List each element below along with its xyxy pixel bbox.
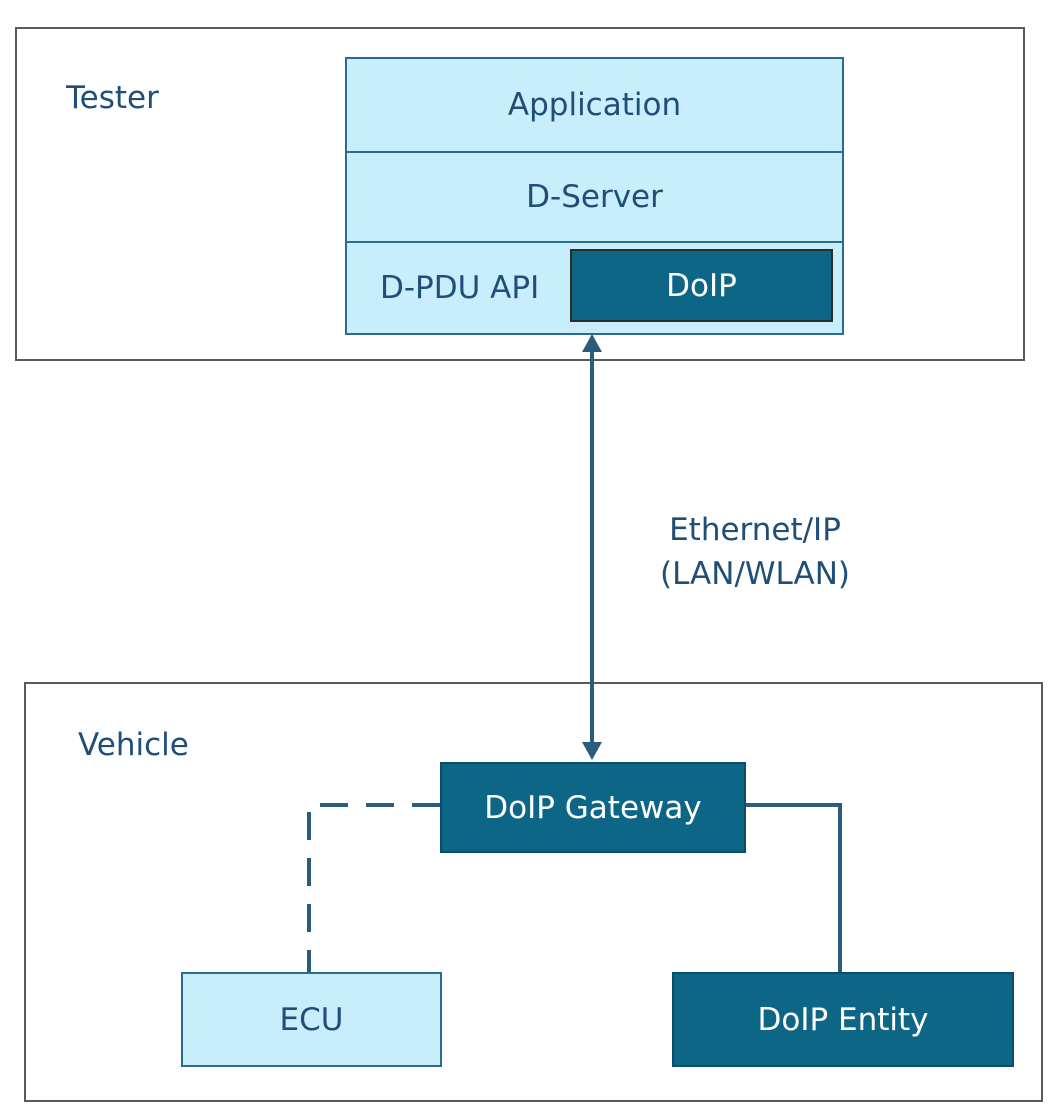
arrow-up-icon (582, 334, 602, 352)
link-label-line2: (LAN/WLAN) (659, 556, 851, 592)
ecu-box: ECU (181, 972, 442, 1067)
link-label-line1: Ethernet/IP (669, 512, 841, 548)
doip-block: DoIP (570, 249, 833, 322)
doip-gateway-box: DoIP Gateway (440, 762, 746, 853)
entity-connector (746, 803, 842, 972)
d-pdu-api-label: D-PDU API (380, 270, 540, 306)
d-server-layer: D-Server (345, 151, 844, 243)
tester-label: Tester (66, 80, 159, 116)
arrow-down-icon (582, 742, 602, 760)
vehicle-label: Vehicle (78, 727, 189, 763)
link-label: Ethernet/IP (LAN/WLAN) (620, 508, 890, 596)
ecu-dashed-connector (307, 803, 440, 972)
doip-entity-box: DoIP Entity (672, 972, 1014, 1067)
